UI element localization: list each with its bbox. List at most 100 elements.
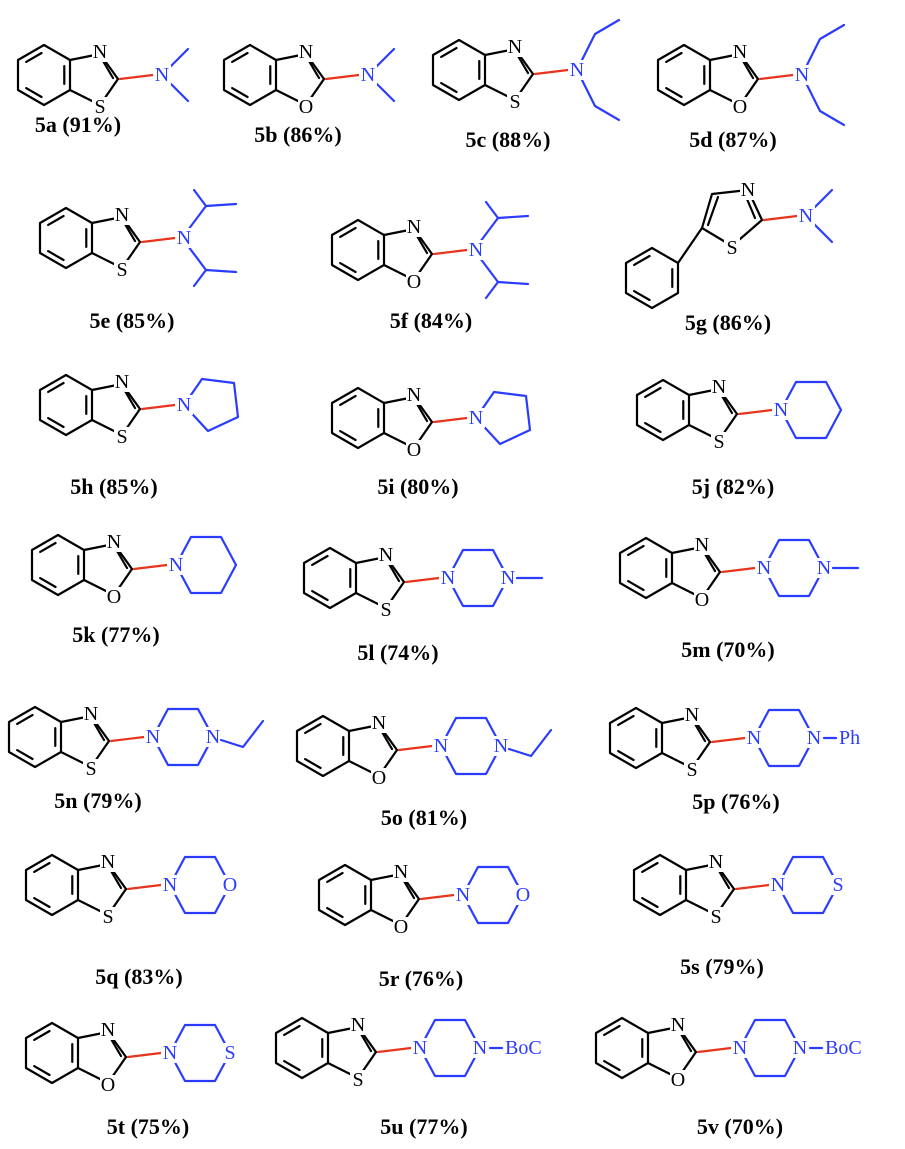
cn-coupling-bond: [710, 736, 747, 744]
compound-label: 5m (70%): [681, 637, 774, 662]
boc-substituent: BoC: [505, 1037, 542, 1059]
amine-nitrogen: N: [757, 557, 771, 579]
amine-nitrogen: N: [747, 727, 761, 749]
ring-sulfur: S: [686, 759, 697, 781]
amine-nitrogen: N: [441, 567, 455, 589]
amine-nitrogen: N: [469, 407, 483, 429]
ring-nitrogen: N: [508, 36, 522, 58]
compound-5e: N S N 5e (85%): [38, 188, 238, 333]
compound-label: 5l (74%): [357, 640, 438, 665]
cn-coupling-bond: [758, 73, 795, 81]
cn-coupling-bond: [109, 735, 146, 743]
cn-coupling-bond: [734, 883, 771, 891]
amine-nitrogen: N: [163, 1042, 177, 1064]
compound-label: 5d (87%): [689, 127, 776, 152]
cn-coupling-bond: [140, 403, 177, 411]
cn-coupling-bond: [432, 248, 469, 256]
compound-label: 5p (76%): [692, 789, 779, 814]
compound-label: 5c (88%): [466, 127, 551, 152]
compound-label: 5a (91%): [35, 112, 121, 137]
cn-coupling-bond: [419, 893, 456, 901]
cn-coupling-bond: [132, 563, 169, 571]
ring-sulfur: S: [85, 758, 96, 780]
cn-coupling-bond: [432, 416, 469, 424]
ring-sulfur: S: [352, 1069, 363, 1091]
compound-label: 5j (82%): [692, 474, 774, 499]
amine-nitrogen: N: [795, 64, 809, 86]
amine-nitrogen: N: [169, 554, 183, 576]
amine-nitrogen: N: [469, 239, 483, 261]
amine-nitrogen: N: [799, 205, 813, 227]
ring-nitrogen: N: [115, 371, 129, 393]
ring-oxygen: O: [407, 271, 421, 293]
compound-label: 5g (86%): [685, 310, 771, 335]
ring-nitrogen: N: [372, 712, 386, 734]
thiomorpholine-sulfur: S: [832, 874, 843, 896]
ring-sulfur: S: [713, 431, 724, 453]
compound-label: 5i (80%): [377, 474, 458, 499]
cn-coupling-bond: [126, 883, 163, 891]
ring-oxygen: O: [101, 1074, 115, 1096]
ring-nitrogen: N: [741, 179, 755, 201]
ring-nitrogen: N: [685, 704, 699, 726]
compound-5d: N O N 5d (87%): [656, 23, 846, 152]
ring-nitrogen: N: [671, 1014, 685, 1036]
morpholine-oxygen: O: [516, 884, 530, 906]
ring-oxygen: O: [299, 96, 313, 118]
cn-coupling-bond: [404, 576, 441, 584]
compound-label: 5n (79%): [54, 788, 141, 813]
compound-label: 5k (77%): [72, 622, 159, 647]
amine-nitrogen: N: [413, 1037, 427, 1059]
piperazine-nitrogen: N: [501, 567, 515, 589]
compound-label: 5q (83%): [95, 964, 182, 989]
amine-nitrogen: N: [361, 64, 375, 86]
compound-label: 5h (85%): [70, 474, 157, 499]
piperazine-nitrogen: N: [206, 726, 220, 748]
ring-oxygen: O: [372, 767, 386, 789]
amine-nitrogen: N: [434, 735, 448, 757]
ring-sulfur: S: [102, 906, 113, 928]
ring-nitrogen: N: [733, 41, 747, 63]
amine-nitrogen: N: [177, 227, 191, 249]
ring-sulfur: S: [380, 599, 391, 621]
cn-coupling-bond: [376, 1046, 413, 1054]
ring-oxygen: O: [733, 96, 747, 118]
amine-nitrogen: N: [146, 726, 160, 748]
amine-nitrogen: N: [774, 399, 788, 421]
boc-substituent: BoC: [825, 1037, 862, 1059]
cn-coupling-bond: [533, 68, 570, 76]
cn-coupling-bond: [140, 236, 177, 244]
ring-nitrogen: N: [407, 384, 421, 406]
amine-nitrogen: N: [733, 1037, 747, 1059]
ring-nitrogen: N: [695, 534, 709, 556]
amine-nitrogen: N: [177, 394, 191, 416]
cn-coupling-bond: [696, 1046, 733, 1054]
compound-label: 5b (86%): [254, 122, 341, 147]
ring-nitrogen: N: [394, 861, 408, 883]
ring-nitrogen: N: [101, 1019, 115, 1041]
compound-label: 5f (84%): [390, 308, 472, 333]
ring-nitrogen: N: [93, 41, 107, 63]
ring-sulfur: S: [509, 91, 520, 113]
ring-nitrogen: N: [115, 204, 129, 226]
cn-coupling-bond: [720, 566, 757, 574]
amine-nitrogen: N: [456, 884, 470, 906]
ring-sulfur: S: [116, 259, 127, 281]
cn-coupling-bond: [762, 214, 799, 222]
compound-label: 5e (85%): [90, 308, 175, 333]
